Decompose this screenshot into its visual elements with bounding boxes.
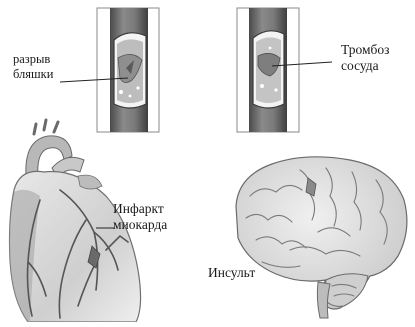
myocardial-infarction-label-line-2: миокарда <box>113 217 167 233</box>
brain-illustration <box>236 157 407 318</box>
myocardial-infarction-label-line-1: Инфаркт <box>113 201 167 217</box>
thrombosis-label: Тромбоз сосуда <box>341 42 389 74</box>
plaque-rupture-label-line-1: разрыв <box>13 52 53 67</box>
vessel-thrombosis <box>237 8 332 132</box>
myocardial-infarction-label: Инфаркт миокарда <box>113 201 167 233</box>
thrombosis-label-line-1: Тромбоз <box>341 42 389 58</box>
plaque-rupture-label-line-2: бляшки <box>13 67 53 82</box>
vessel-plaque-rupture <box>60 8 159 132</box>
stroke-label: Инсульт <box>208 265 255 280</box>
plaque-rupture-label: разрыв бляшки <box>13 52 53 82</box>
thrombosis-label-line-2: сосуда <box>341 58 389 74</box>
